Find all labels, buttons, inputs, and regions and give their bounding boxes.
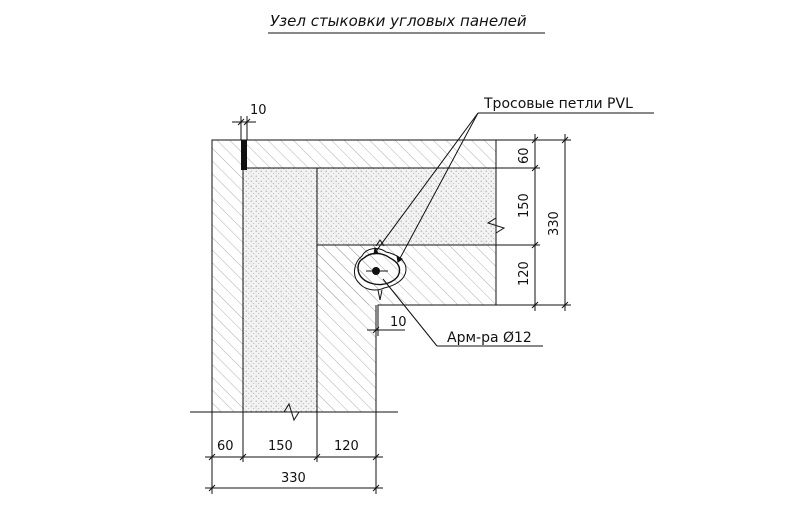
- right-dim-120: 120: [517, 261, 532, 286]
- corner-core: [317, 245, 378, 305]
- bottom-gap-value: 10: [390, 315, 407, 330]
- top-gap-dim: [232, 116, 256, 140]
- bottom-dim-120: 120: [334, 439, 359, 454]
- v-panel-inner-layer: [317, 305, 376, 412]
- break-mark-right: [486, 217, 506, 234]
- h-panel-outer-layer: [243, 140, 496, 168]
- rope-loops-label: Тросовые петли PVL: [483, 96, 633, 112]
- right-dim-330: 330: [547, 211, 562, 236]
- bottom-dim-150: 150: [268, 439, 293, 454]
- bottom-dim-330: 330: [281, 471, 306, 486]
- bottom-gap-dim: [367, 305, 405, 336]
- joint-node: [354, 239, 407, 301]
- right-dim-chain: [496, 134, 571, 311]
- right-dim-150: 150: [517, 193, 532, 218]
- rebar-label: Арм-ра Ø12: [447, 330, 532, 346]
- rebar-leader: [382, 278, 543, 347]
- drawing-title: Узел стыковки угловых панелей: [270, 12, 527, 30]
- rope-loops-leader: [373, 112, 654, 263]
- bottom-dim-60: 60: [217, 439, 234, 454]
- seal-strip: [241, 140, 247, 170]
- bottom-dim-chain: [205, 412, 383, 494]
- break-mark-bottom: [283, 402, 300, 422]
- right-dim-60: 60: [517, 147, 532, 164]
- v-panel-outer-layer: [212, 140, 243, 412]
- top-gap-value: 10: [250, 103, 267, 118]
